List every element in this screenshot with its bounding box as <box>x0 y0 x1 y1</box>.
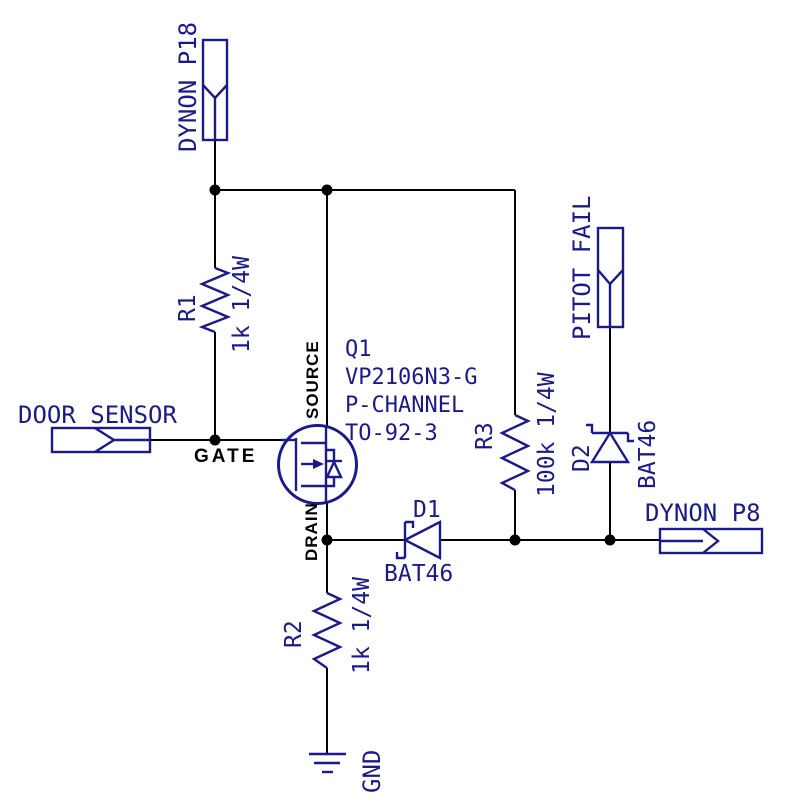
pin-label-drain: DRAIN <box>302 502 321 561</box>
connector-pin-symbol <box>660 528 720 554</box>
resistor-r2: R2 1k 1/4W <box>281 577 375 674</box>
junction-dot <box>321 184 333 196</box>
ground-symbol: GND <box>309 750 386 793</box>
mosfet-q1: SOURCE GATE DRAIN Q1 VP2106N3-G P-CHANNE… <box>194 337 477 561</box>
junction-dot <box>209 184 221 196</box>
body-diode-triangle <box>325 459 343 479</box>
connector-label: DOOR SENSOR <box>18 401 177 429</box>
resistor-value: 1k 1/4W <box>349 577 375 674</box>
body-diode-top-lead <box>326 448 336 461</box>
connector-label: DYNON P18 <box>174 22 202 152</box>
connector-label: PITOT FAIL <box>568 196 596 341</box>
resistor-value: 1k 1/4W <box>229 256 255 353</box>
resistor-zigzag <box>198 266 232 334</box>
resistor-ref: R3 <box>472 422 498 450</box>
transistor-channel-type: P-CHANNEL <box>345 393 464 418</box>
pin-label-gate: GATE <box>194 446 257 467</box>
transistor-ref: Q1 <box>345 337 372 362</box>
connector-door-sensor: DOOR SENSOR <box>18 401 177 454</box>
gnd-label: GND <box>358 750 386 793</box>
junction-dot <box>209 434 221 446</box>
connector-label: DYNON P8 <box>645 499 761 527</box>
connector-pin-symbol <box>597 269 624 327</box>
junction-dot <box>509 534 521 546</box>
diode-d2: D2 BAT46 <box>569 420 661 489</box>
diode-ref: D2 <box>569 444 595 472</box>
resistor-ref: R2 <box>281 620 307 648</box>
junction-dot <box>604 534 616 546</box>
body-diode-bottom-lead <box>326 477 336 488</box>
connector-dynon-p8: DYNON P8 <box>645 499 764 555</box>
transistor-package: TO-92-3 <box>345 421 438 446</box>
transistor-part-number: VP2106N3-G <box>345 365 477 390</box>
diode-ref: D1 <box>413 497 441 523</box>
resistor-zigzag <box>499 413 531 492</box>
body-arrow <box>313 459 324 469</box>
resistor-zigzag <box>311 591 343 669</box>
resistor-r3: R3 100k 1/4W <box>472 372 560 497</box>
diode-triangle <box>402 520 442 560</box>
transistor-circle <box>277 424 358 505</box>
connector-dynon-p18: DYNON P18 <box>174 22 229 152</box>
junction-dot <box>321 534 333 546</box>
diode-value: BAT46 <box>635 420 661 489</box>
diode-d1: D1 BAT46 <box>384 497 453 587</box>
resistor-value: 100k 1/4W <box>534 372 560 497</box>
resistor-ref: R1 <box>175 294 201 322</box>
connector-pin-symbol <box>202 84 228 140</box>
schottky-hook-top <box>405 520 415 528</box>
connector-pin-symbol <box>94 426 150 454</box>
diode-value: BAT46 <box>384 561 453 587</box>
diode-triangle <box>589 430 631 464</box>
connector-pitot-fail: PITOT FAIL <box>568 196 625 341</box>
pin-label-source: SOURCE <box>303 340 322 419</box>
schottky-hook-right <box>626 433 634 443</box>
junction-dots <box>209 184 616 546</box>
resistor-r1: R1 1k 1/4W <box>175 256 255 353</box>
schottky-hook-left <box>586 423 594 433</box>
schottky-hook-bottom <box>395 552 405 560</box>
